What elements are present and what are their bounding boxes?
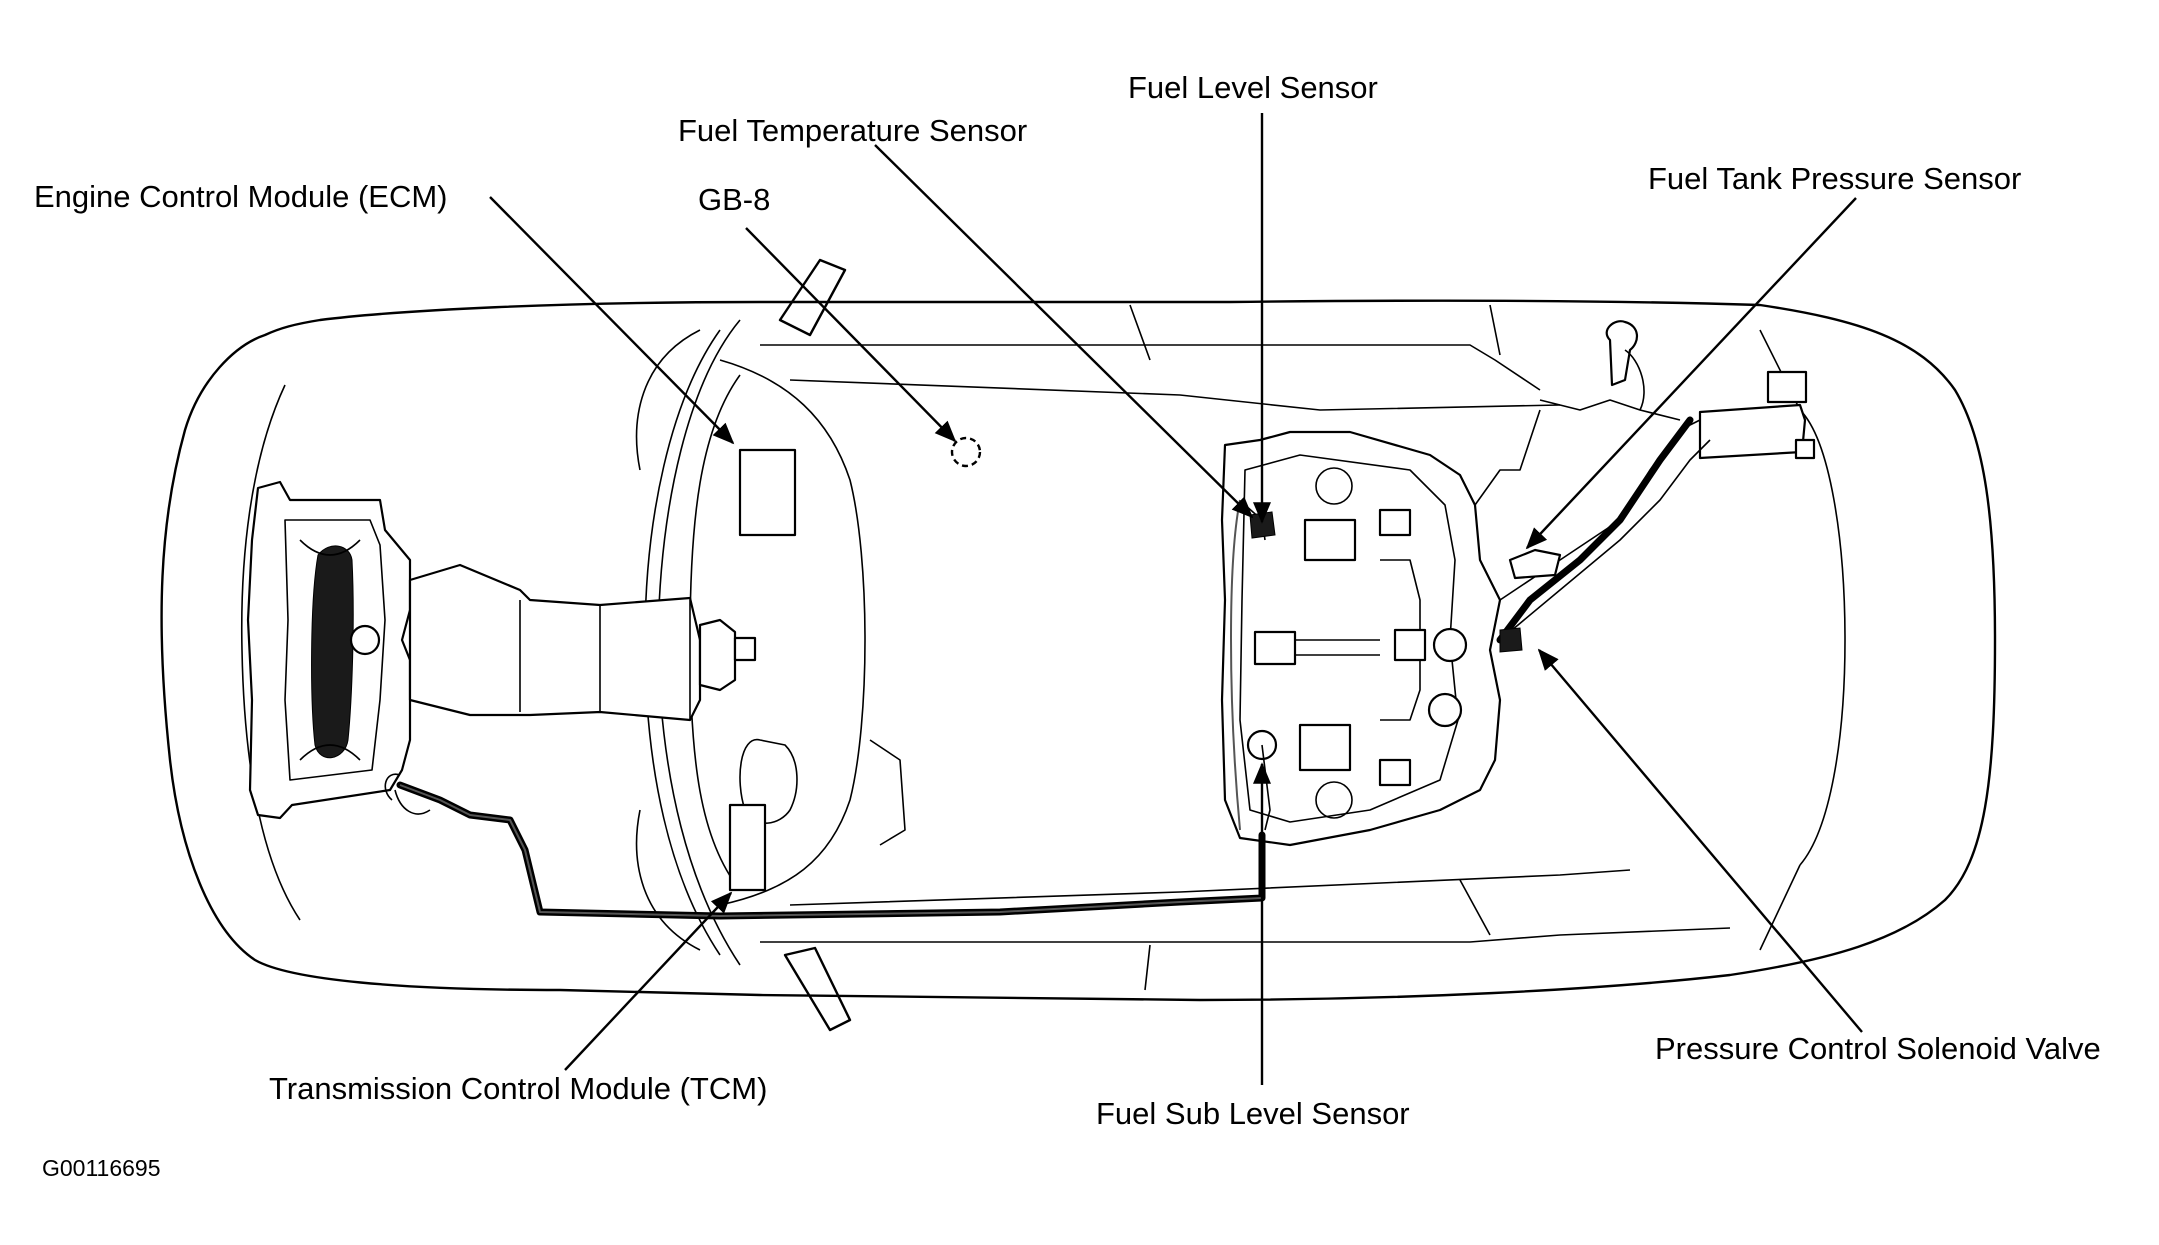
ecm-label: Engine Control Module (ECM) xyxy=(34,179,448,214)
fuel-level-sensor-label: Fuel Level Sensor xyxy=(1128,70,1378,105)
ecm-box xyxy=(738,448,797,537)
fuel-temp-sensor-label: Fuel Temperature Sensor xyxy=(678,113,1028,148)
tcm-label: Transmission Control Module (TCM) xyxy=(269,1071,768,1106)
fuel-tank-assembly xyxy=(1220,430,1502,847)
ecm-leader xyxy=(489,196,735,445)
fuel-tank-pressure-leader xyxy=(1525,197,1857,550)
car-body-outline xyxy=(160,258,1997,1032)
pressure-control-solenoid-valve-label: Pressure Control Solenoid Valve xyxy=(1655,1031,2101,1066)
figure-id: G00116695 xyxy=(42,1155,161,1181)
tcm-leader xyxy=(564,891,733,1071)
evap-canister-area xyxy=(1474,320,1816,653)
leader-lines xyxy=(489,113,1863,1085)
fuel-temp-leader xyxy=(874,144,1254,519)
gb8-label: GB-8 xyxy=(698,182,771,217)
fuel-sub-level-sensor-label: Fuel Sub Level Sensor xyxy=(1096,1096,1410,1131)
tcm-box xyxy=(728,803,767,892)
engine-assembly xyxy=(246,480,757,820)
fuel-tank-pressure-sensor-label: Fuel Tank Pressure Sensor xyxy=(1648,161,2022,196)
pressure-solenoid-leader xyxy=(1537,648,1863,1033)
gb8-leader xyxy=(745,227,957,443)
gb8-ground-point xyxy=(950,436,982,468)
wiring-harness xyxy=(384,773,1266,920)
